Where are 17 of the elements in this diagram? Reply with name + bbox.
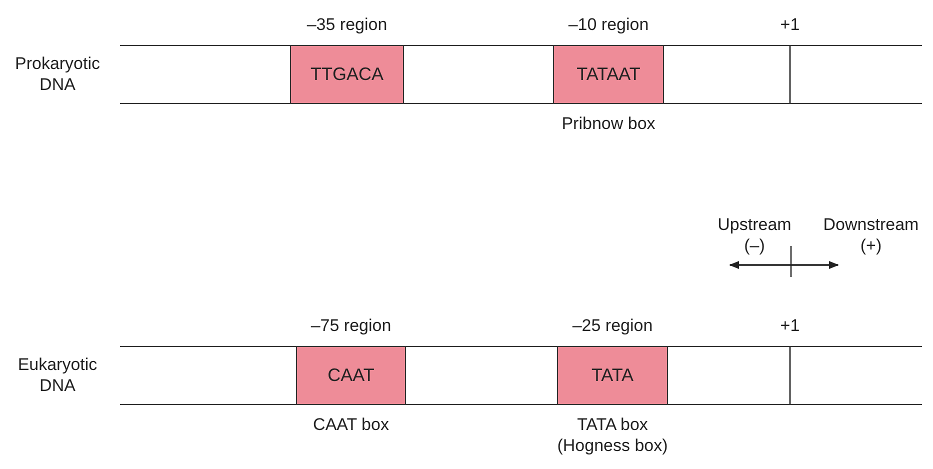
direction-label: Downstream (+) bbox=[822, 214, 920, 256]
box-name-label: TATA box (Hogness box) bbox=[556, 414, 669, 456]
promoter-box: CAAT bbox=[296, 346, 406, 405]
strand-label: Prokaryotic DNA bbox=[14, 53, 102, 95]
promoter-box: TTGACA bbox=[290, 45, 404, 104]
box-name-label: Pribnow box bbox=[560, 113, 656, 134]
position-label: +1 bbox=[779, 14, 801, 35]
box-name-label: CAAT box bbox=[312, 414, 390, 435]
position-label: +1 bbox=[779, 315, 801, 336]
region-label: –10 region bbox=[567, 14, 650, 35]
promoter-box: TATAAT bbox=[553, 45, 664, 104]
region-label: –75 region bbox=[310, 315, 392, 336]
direction-label: Upstream (–) bbox=[716, 214, 792, 256]
region-label: –35 region bbox=[306, 14, 388, 35]
region-label: –25 region bbox=[571, 315, 654, 336]
promoter-box: TATA bbox=[557, 346, 668, 405]
strand-label: Eukaryotic DNA bbox=[16, 354, 98, 396]
